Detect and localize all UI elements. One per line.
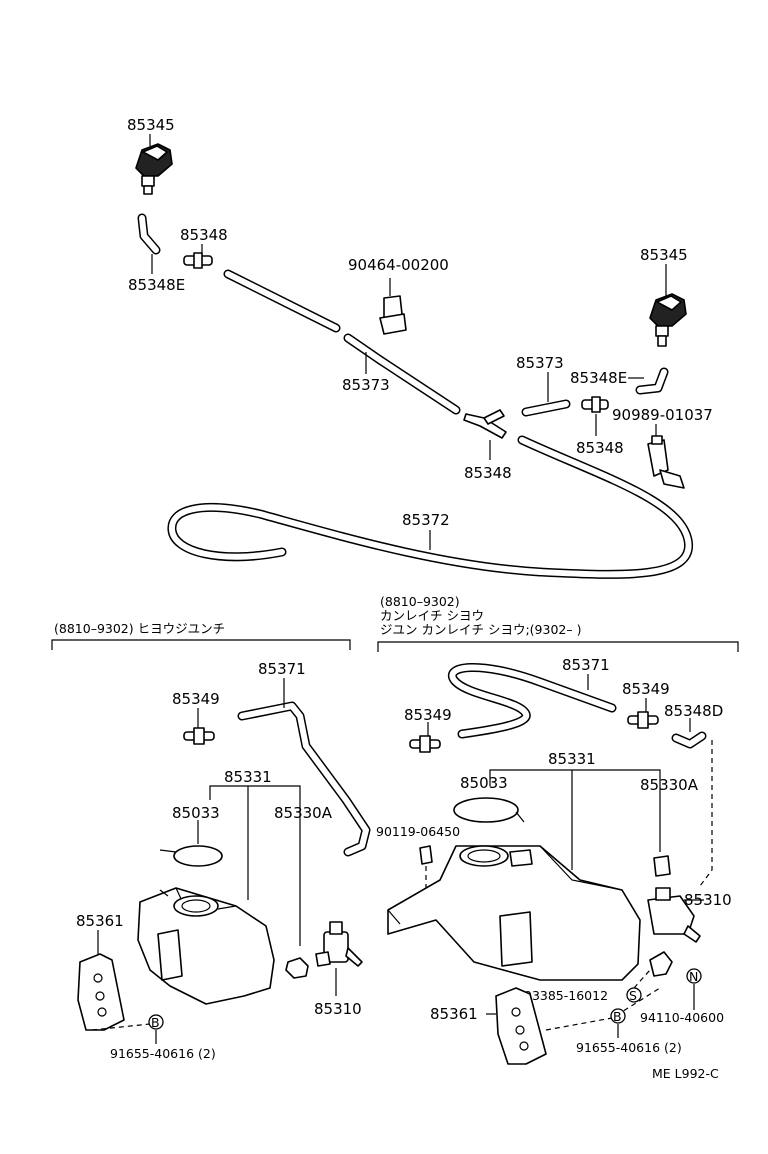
label-left-valve: 85349 xyxy=(172,690,220,708)
label-right-cap: 85033 xyxy=(460,774,508,792)
diagram-code: ME L992-C xyxy=(652,1066,719,1081)
right-elbow-dashed xyxy=(699,740,713,887)
left-variant-bracket xyxy=(51,639,351,650)
right-nut-mark-circle xyxy=(686,968,702,984)
left-bolt-mark: B xyxy=(151,1015,160,1030)
hose-short xyxy=(521,399,571,417)
right-check-valve-a xyxy=(627,711,659,729)
right-collar-mark: S xyxy=(629,988,637,1003)
label-nozzle-top-right: 85345 xyxy=(640,246,688,264)
label-right-bolt: 91655-40616 (2) xyxy=(576,1040,682,1055)
hose-middle xyxy=(343,333,461,415)
label-joint-right: 85348 xyxy=(576,439,624,457)
label-clamp: 90464-00200 xyxy=(348,256,449,274)
right-variant-heading-2: カンレイチ シヨウ xyxy=(380,608,484,623)
right-washer-tank xyxy=(387,845,641,981)
right-bolt-mark-circle xyxy=(610,1008,626,1024)
right-variant-bracket xyxy=(377,641,739,652)
right-grommet xyxy=(653,855,671,877)
label-left-tank: 85331 xyxy=(224,768,272,786)
left-grommet xyxy=(285,957,309,979)
right-hose-reservoir xyxy=(447,662,617,739)
label-left-cap: 85033 xyxy=(172,804,220,822)
label-nozzle-top-left: 85345 xyxy=(127,116,175,134)
label-clip: 90989-01037 xyxy=(612,406,713,424)
left-washer-pump xyxy=(315,921,363,967)
label-joint-top-left: 85348 xyxy=(180,226,228,244)
hose-clamp xyxy=(379,295,407,335)
label-right-tank: 85331 xyxy=(548,750,596,768)
left-variant-heading: (8810–9302) ヒヨウジユンチ xyxy=(54,621,225,636)
left-washer-tank xyxy=(137,887,275,1005)
label-left-bolt: 91655-40616 (2) xyxy=(110,1046,216,1061)
t-joint-middle xyxy=(463,409,507,439)
label-right-grommet: 85330A xyxy=(640,776,699,794)
right-variant-heading-1: (8810–9302) xyxy=(380,594,460,609)
label-left-grommet: 85330A xyxy=(274,804,333,822)
label-right-valve-a: 85349 xyxy=(622,680,670,698)
hose-upper-left xyxy=(223,269,341,333)
label-elbow-top-left: 85348E xyxy=(128,276,185,294)
left-hose-reservoir xyxy=(237,701,371,857)
elbow-hose-top-right xyxy=(635,367,669,395)
label-right-valve-b: 85349 xyxy=(404,706,452,724)
elbow-hose-top-left xyxy=(137,213,161,255)
label-elbow-top-right: 85348E xyxy=(570,369,627,387)
label-right-hose: 85371 xyxy=(562,656,610,674)
right-elbow-hose xyxy=(671,731,707,749)
label-t-joint: 85348 xyxy=(464,464,512,482)
washer-nozzle-top-right xyxy=(649,293,687,347)
right-variant-heading-3: ジユン カンレイチ シヨウ;(9302– ) xyxy=(380,622,581,637)
left-tank-bracket xyxy=(77,953,125,1031)
label-hose-short: 85373 xyxy=(516,354,564,372)
right-nut-mark: N xyxy=(689,969,698,984)
label-left-hose: 85371 xyxy=(258,660,306,678)
label-hose-middle: 85373 xyxy=(342,376,390,394)
right-screw-dashed xyxy=(403,866,427,913)
right-tank-bracket xyxy=(495,987,547,1065)
right-washer-pump xyxy=(647,887,701,943)
right-assembly-bracket xyxy=(489,769,661,852)
right-check-valve-b xyxy=(409,735,441,753)
left-reservoir-cap xyxy=(159,845,223,867)
label-right-pump: 85310 xyxy=(684,891,732,909)
right-collar xyxy=(649,951,673,977)
right-screw xyxy=(419,845,433,865)
label-right-nut: 94110-40600 xyxy=(640,1010,724,1025)
left-bolt-dashed xyxy=(91,1023,151,1031)
label-left-bracket: 85361 xyxy=(76,912,124,930)
right-reservoir-cap xyxy=(453,797,525,823)
label-right-screw: 90119-06450 xyxy=(376,824,460,839)
joint-right xyxy=(581,396,609,413)
left-bolt-mark-circle xyxy=(148,1014,164,1030)
right-bolt-mark: B xyxy=(613,1009,622,1024)
label-right-collar: 93385-16012 xyxy=(524,988,608,1003)
hose-long xyxy=(167,435,693,579)
right-collar-dashed xyxy=(633,969,651,989)
left-assembly-bracket xyxy=(209,785,301,946)
hose-clip xyxy=(647,435,685,489)
label-right-elbow: 85348D xyxy=(664,702,723,720)
label-right-bracket: 85361 xyxy=(430,1005,478,1023)
left-check-valve xyxy=(183,727,215,745)
label-hose-long: 85372 xyxy=(402,511,450,529)
washer-nozzle-top-left xyxy=(135,143,173,195)
label-left-pump: 85310 xyxy=(314,1000,362,1018)
joint-top-left xyxy=(183,252,213,269)
